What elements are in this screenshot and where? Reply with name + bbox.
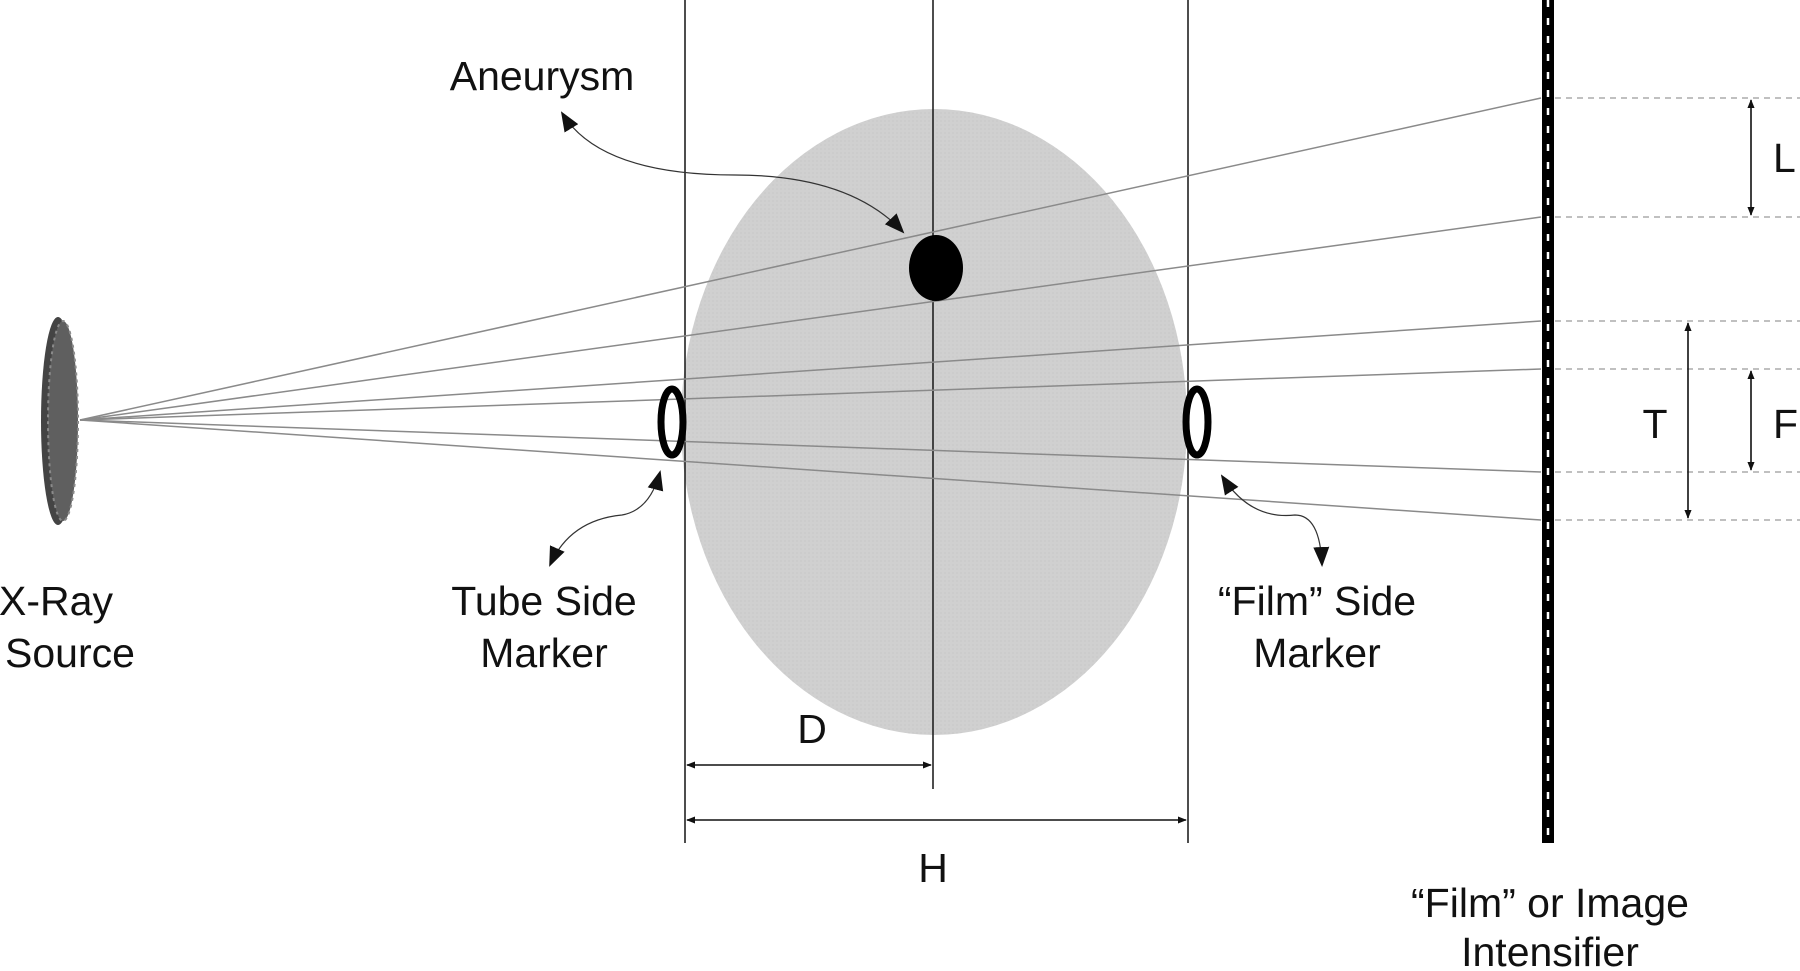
head-ellipse bbox=[681, 109, 1187, 735]
dimension-f-label: F bbox=[1773, 401, 1798, 447]
film-side-marker-ring bbox=[1182, 385, 1212, 459]
film-marker-label-line1: “Film” Side bbox=[1218, 578, 1416, 624]
dimension-t-label: T bbox=[1642, 401, 1667, 447]
film-marker-callout-arrow bbox=[1220, 474, 1330, 567]
tube-side-marker-ring bbox=[657, 385, 687, 459]
xray-source-disc bbox=[41, 317, 79, 525]
film-marker-label-line2: Marker bbox=[1253, 630, 1381, 676]
projection-guide-lines bbox=[1555, 97, 1800, 521]
dimension-l-label: L bbox=[1773, 135, 1796, 181]
dimension-h-label: H bbox=[918, 845, 948, 891]
film-label-line1: “Film” or Image bbox=[1411, 880, 1689, 926]
aneurysm-dot bbox=[909, 235, 963, 301]
dimension-d-label: D bbox=[797, 706, 827, 752]
xray-source-label-line2: Source bbox=[5, 630, 135, 676]
film-label-line2: Intensifier bbox=[1461, 929, 1639, 971]
tube-marker-label-line1: Tube Side bbox=[451, 578, 636, 624]
aneurysm-callout-arrow bbox=[560, 111, 905, 234]
tube-marker-callout-arrow bbox=[549, 470, 664, 567]
tube-marker-label-line2: Marker bbox=[480, 630, 608, 676]
aneurysm-label: Aneurysm bbox=[450, 53, 635, 99]
xray-source-label-line1: X-Ray bbox=[0, 578, 113, 624]
